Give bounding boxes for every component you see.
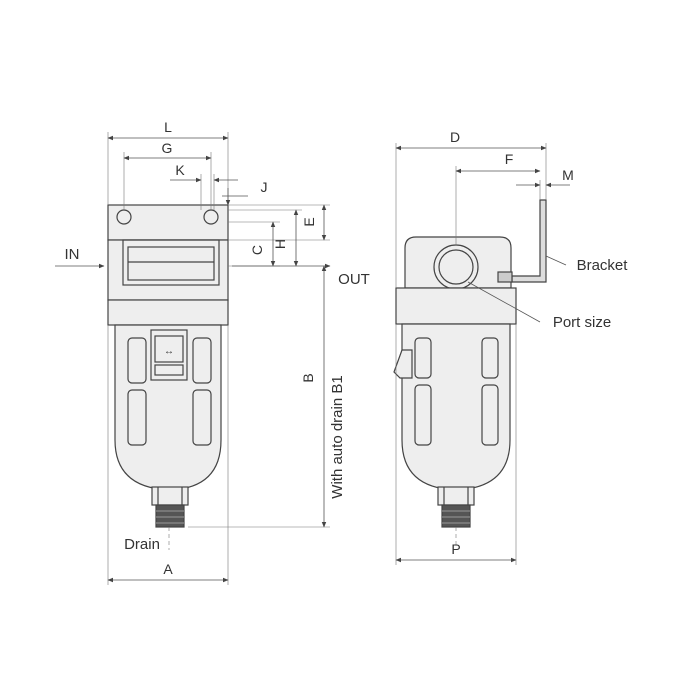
side-head bbox=[404, 236, 512, 289]
dim-P-label: P bbox=[451, 541, 460, 557]
side-view: D F M Bracket Port size P bbox=[393, 129, 629, 565]
dim-B-label: B bbox=[300, 373, 316, 382]
dim-G-label: G bbox=[162, 140, 173, 156]
dim-F-label: F bbox=[505, 151, 514, 167]
side-port-inner bbox=[438, 249, 474, 285]
drain-label: Drain bbox=[124, 536, 160, 553]
side-lock-lever bbox=[393, 349, 413, 379]
dim-A-label: A bbox=[163, 561, 173, 577]
dim-L-label: L bbox=[164, 119, 172, 135]
side-flange bbox=[395, 287, 517, 325]
port-in-label: IN bbox=[65, 246, 80, 263]
front-bowl-lock bbox=[150, 329, 188, 381]
dim-H-label: H bbox=[272, 239, 288, 249]
front-body bbox=[107, 239, 229, 301]
svg-text:↔: ↔ bbox=[164, 346, 174, 357]
port-size-label: Port size bbox=[553, 314, 611, 331]
dim-D-label: D bbox=[450, 129, 460, 145]
front-port-window-inner bbox=[127, 246, 215, 281]
side-bowl bbox=[401, 323, 511, 491]
dim-C-label: C bbox=[249, 245, 265, 255]
front-port-window bbox=[122, 239, 220, 286]
dim-M-label: M bbox=[562, 167, 574, 183]
front-drain-thread bbox=[155, 504, 185, 528]
dim-B1-label: With auto drain B1 bbox=[329, 375, 346, 498]
front-flange bbox=[107, 299, 229, 326]
dim-K-label: K bbox=[175, 162, 185, 178]
bracket-clamp bbox=[497, 271, 513, 283]
bracket bbox=[511, 199, 547, 283]
dim-J-label: J bbox=[261, 179, 268, 195]
front-view: ↔ L G K J E bbox=[55, 119, 370, 585]
side-drain-thread bbox=[441, 504, 471, 528]
dim-E-label: E bbox=[301, 217, 317, 226]
port-out-label: OUT bbox=[338, 271, 370, 288]
bracket-label: Bracket bbox=[577, 257, 629, 274]
